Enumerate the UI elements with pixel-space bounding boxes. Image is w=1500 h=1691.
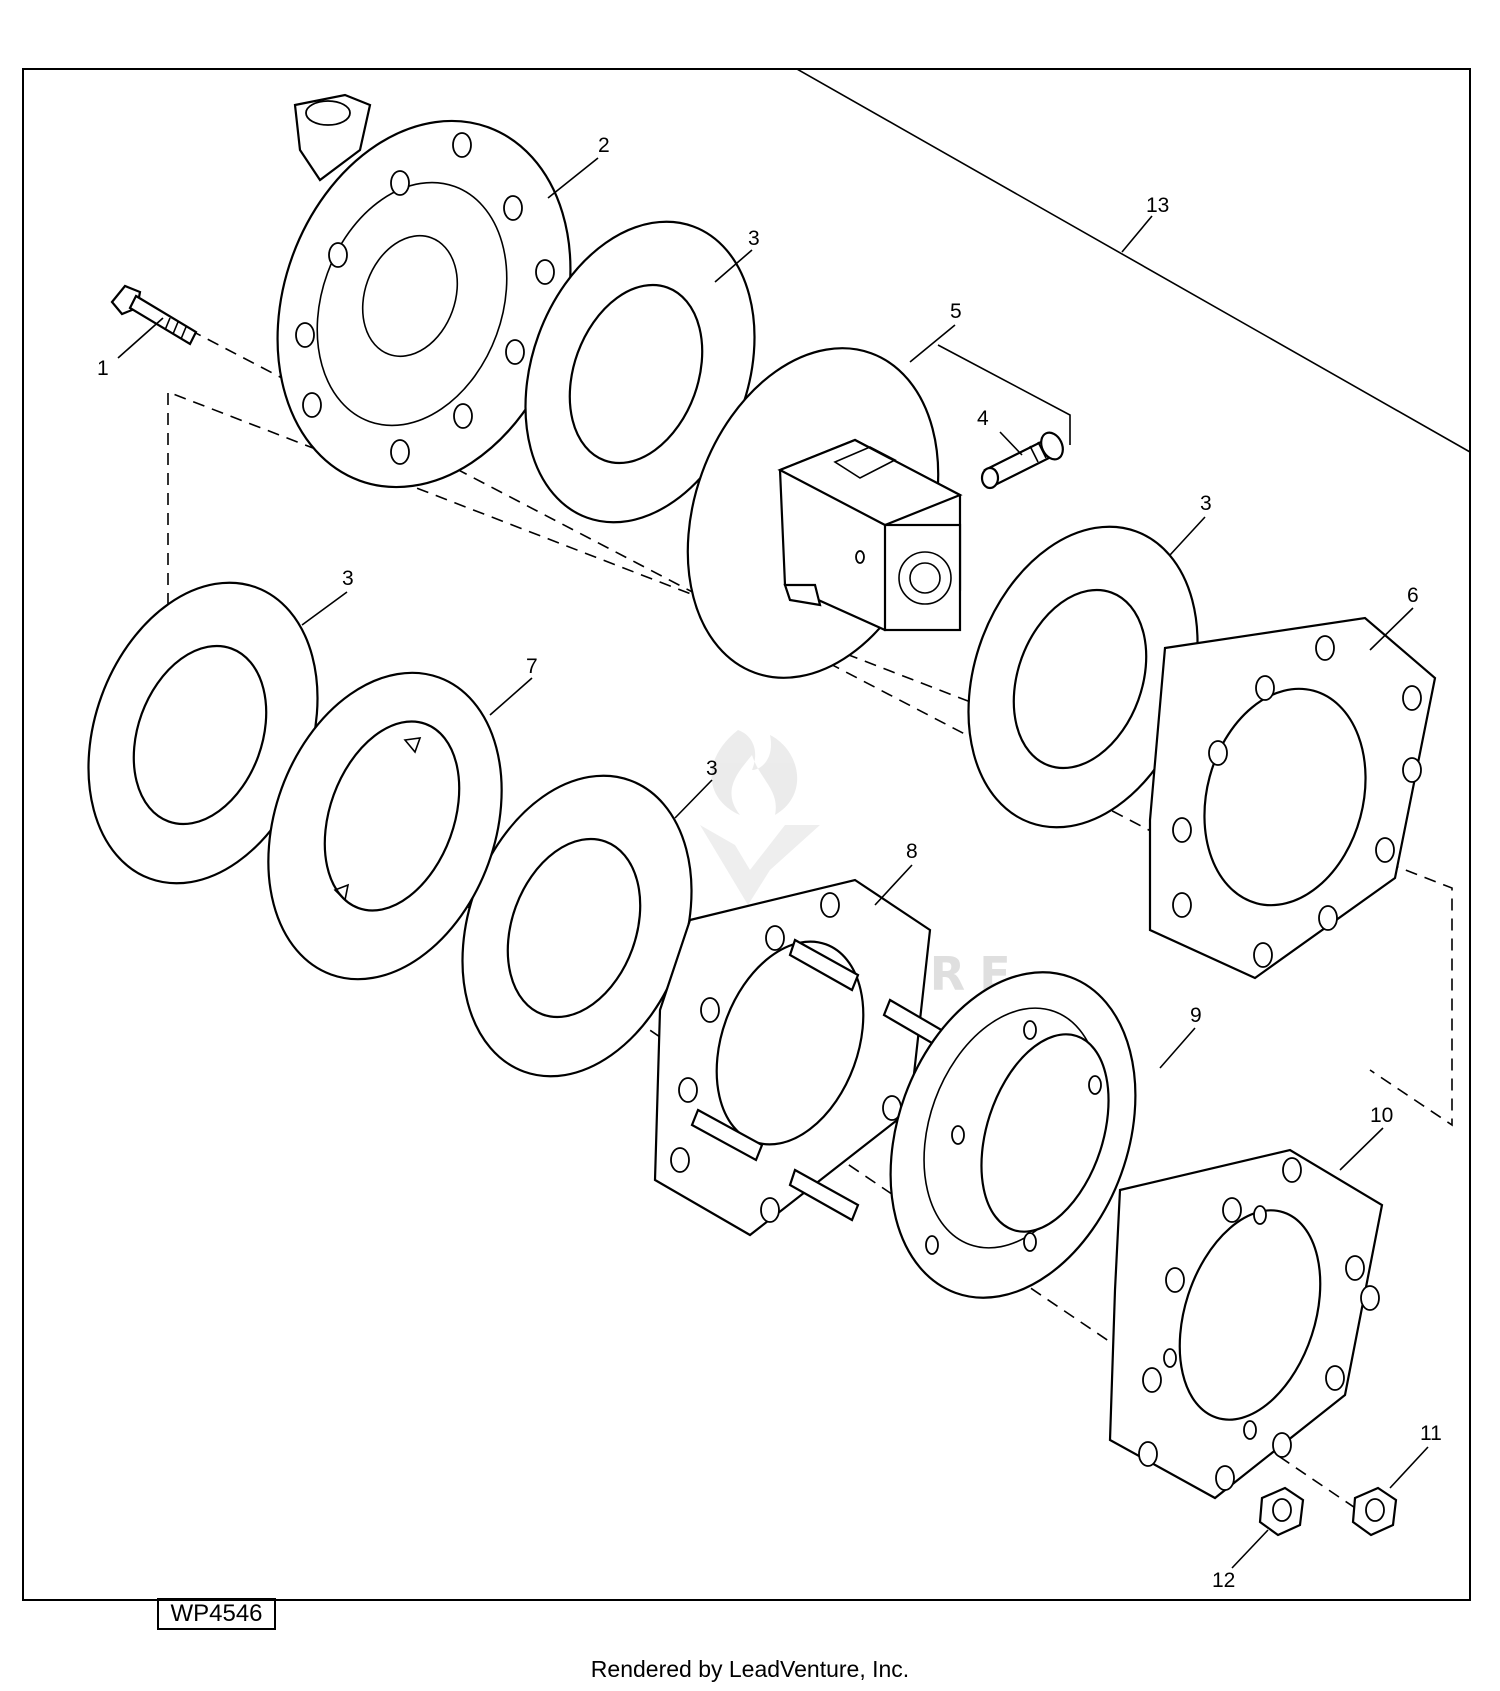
callout-3c: 3 [342,567,354,590]
callout-10: 10 [1370,1104,1393,1127]
mounting-plate-part-10 [1108,1148,1384,1500]
callout-6: 6 [1407,584,1419,607]
plate-part-6 [1148,616,1437,980]
stud-plate-part-8 [653,878,952,1237]
leadventure-watermark [700,730,820,905]
assembly-bracket-13 [23,68,1471,453]
callout-12: 12 [1212,1569,1235,1592]
fitting-part-4 [980,431,1064,490]
callout-3d: 3 [706,757,718,780]
callout-2: 2 [598,134,610,157]
callout-7: 7 [526,655,538,678]
dashed-loop [167,390,1453,1127]
nut-part-11 [1351,1486,1398,1537]
bolt-part-1 [110,284,198,346]
callout-13: 13 [1146,194,1169,217]
render-credit: Rendered by LeadVenture, Inc. [590,1656,910,1682]
friction-disc-part-3c [87,581,319,885]
friction-disc-part-3a [524,220,756,524]
callout-1: 1 [97,357,109,380]
nut-part-12 [1258,1486,1305,1537]
bracket-part-5 [937,344,1071,445]
callout-3b: 3 [1200,492,1212,515]
callout-leaders [117,157,1429,1569]
splined-hub-part-5 [686,347,963,679]
callout-9: 9 [1190,1004,1202,1027]
flange-housing-part-2 [276,93,572,489]
ring-plate-part-9 [889,971,1137,1299]
callout-4: 4 [977,407,989,430]
callout-8: 8 [906,840,918,863]
callout-11: 11 [1420,1422,1442,1445]
figure-id-label: WP4546 [157,1598,276,1630]
splined-disc-part-7 [267,671,503,981]
callout-5: 5 [950,300,962,323]
callout-3a: 3 [748,227,760,250]
friction-disc-part-3b [967,525,1199,829]
